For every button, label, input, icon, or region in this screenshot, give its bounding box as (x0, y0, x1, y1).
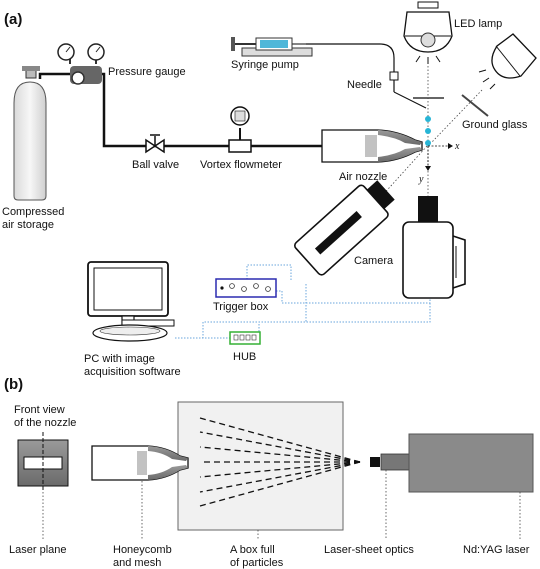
label-ball-valve: Ball valve (132, 159, 179, 171)
vortex-flowmeter-icon (228, 106, 252, 153)
label-honeycomb-2: and mesh (113, 557, 161, 569)
label-pc-2: acquisition software (84, 366, 181, 378)
camera-angled-icon (294, 180, 395, 276)
label-honeycomb-1: Honeycomb (113, 544, 172, 556)
ground-glass-plate (461, 94, 489, 117)
label-compressed-air-2: air storage (2, 219, 54, 231)
label-front-view-1: Front view (14, 404, 65, 416)
air-pipe (38, 72, 322, 148)
trigger-box-icon (215, 278, 277, 298)
label-box-2: of particles (230, 557, 284, 569)
camera-vertical-icon (402, 196, 466, 299)
label-front-view-2: of the nozzle (14, 417, 76, 429)
needle-icon (389, 71, 427, 109)
label-laser-sheet-optics: Laser-sheet optics (324, 544, 414, 556)
axis-x-label: x (454, 141, 460, 152)
signal-cables (175, 264, 431, 340)
ndyag-laser-icon (408, 433, 534, 540)
coordinate-axes (425, 143, 453, 171)
liquid-tubing (306, 43, 395, 72)
label-compressed-air-1: Compressed (2, 206, 64, 218)
label-ndyag-laser: Nd:YAG laser (463, 544, 530, 556)
syringe-pump-icon (231, 37, 313, 57)
droplets (425, 116, 431, 146)
laser-sheet-fan (199, 417, 361, 507)
pc-monitor-icon (87, 261, 175, 342)
compressed-air-cylinder-icon (13, 66, 47, 201)
label-hub: HUB (233, 351, 256, 363)
label-ground-glass: Ground glass (462, 119, 528, 131)
pressure-gauge-icon (57, 43, 105, 85)
label-vortex-flowmeter: Vortex flowmeter (200, 159, 282, 171)
label-camera: Camera (354, 255, 394, 267)
nozzle-front-view-icon (17, 432, 69, 540)
led-lamp-icon (403, 1, 453, 64)
label-box-1: A box full (230, 544, 275, 556)
led-lamp-side-icon (478, 33, 537, 90)
label-trigger-box: Trigger box (213, 301, 269, 313)
hub-icon (229, 331, 261, 345)
laser-sheet-optics-icon (370, 453, 410, 540)
label-pc-1: PC with image (84, 353, 155, 365)
air-nozzle-icon (321, 129, 423, 163)
label-syringe-pump: Syringe pump (231, 59, 299, 71)
label-pressure-gauge: Pressure gauge (108, 66, 186, 78)
label-laser-plane: Laser plane (9, 544, 67, 556)
axis-y-label: y (418, 174, 424, 185)
label-air-nozzle: Air nozzle (339, 171, 387, 183)
label-led-lamp: LED lamp (454, 18, 502, 30)
label-needle: Needle (347, 79, 382, 91)
panel-b-tag: (b) (4, 376, 23, 393)
nozzle-side-view-icon (91, 445, 189, 540)
panel-a-tag: (a) (4, 11, 22, 28)
ball-valve-icon (145, 134, 165, 154)
